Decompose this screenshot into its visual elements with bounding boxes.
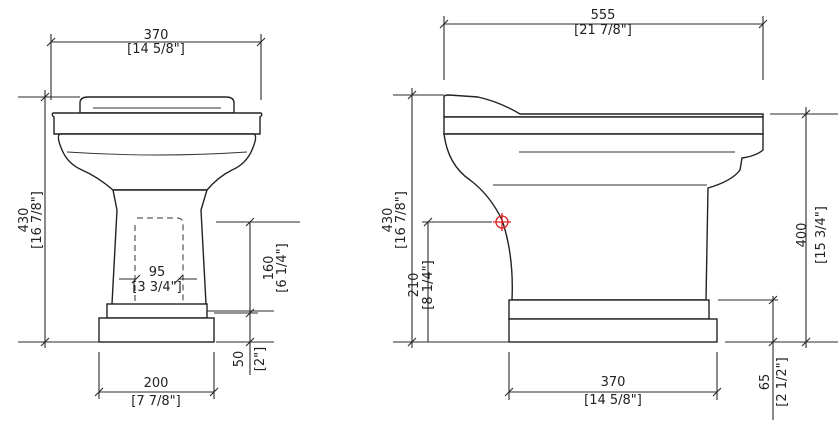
front-base-top <box>106 303 208 319</box>
side-view: 555 [21 7/8"] 430 [16 7/8"] 210 [8 1/4"]… <box>381 8 838 420</box>
front-bowl <box>57 133 257 191</box>
side-base-height-mm: 65 <box>758 374 773 391</box>
side-rim-height-mm: 400 <box>795 223 810 248</box>
front-base-in: [2"] <box>253 347 268 371</box>
side-outlet-height-in: [8 1/4"] <box>421 260 436 309</box>
side-height-mm: 430 <box>381 208 396 233</box>
front-outlet-mm: 95 <box>149 265 166 280</box>
side-foot-length-in: [14 5/8"] <box>584 393 642 408</box>
side-height-in: [16 7/8"] <box>394 191 409 249</box>
side-body <box>443 133 764 301</box>
side-foot-length-mm: 370 <box>601 375 626 390</box>
front-base-mm: 50 <box>232 351 247 368</box>
front-base-foot <box>98 317 215 343</box>
side-length-in: [21 7/8"] <box>574 23 632 38</box>
front-trap-in: [6 1/4"] <box>275 243 290 292</box>
side-outlet-height-mm: 210 <box>407 273 422 298</box>
side-length-mm: 555 <box>591 8 616 23</box>
outlet-marker-icon <box>493 213 511 231</box>
front-width-in: [14 5/8"] <box>127 42 185 57</box>
front-rim <box>51 112 263 135</box>
side-rim <box>443 116 764 135</box>
front-width-mm: 370 <box>144 28 169 43</box>
side-base-top <box>508 299 710 320</box>
front-foot-in: [7 7/8"] <box>131 394 180 409</box>
front-height-mm: 430 <box>17 208 32 233</box>
front-height-in: [16 7/8"] <box>30 191 45 249</box>
front-view: 370 [14 5/8"] 430 [16 7/8"] 160 [6 1/4"]… <box>17 28 300 409</box>
front-trap-mm: 160 <box>262 256 277 281</box>
side-base-height-in: [2 1/2"] <box>775 357 790 406</box>
front-foot-mm: 200 <box>144 376 169 391</box>
side-base-foot <box>508 318 718 343</box>
front-outlet-in: [3 3/4"] <box>132 280 181 295</box>
side-seat <box>443 94 764 118</box>
side-rim-height-in: [15 3/4"] <box>814 206 829 264</box>
front-seat <box>79 96 235 114</box>
